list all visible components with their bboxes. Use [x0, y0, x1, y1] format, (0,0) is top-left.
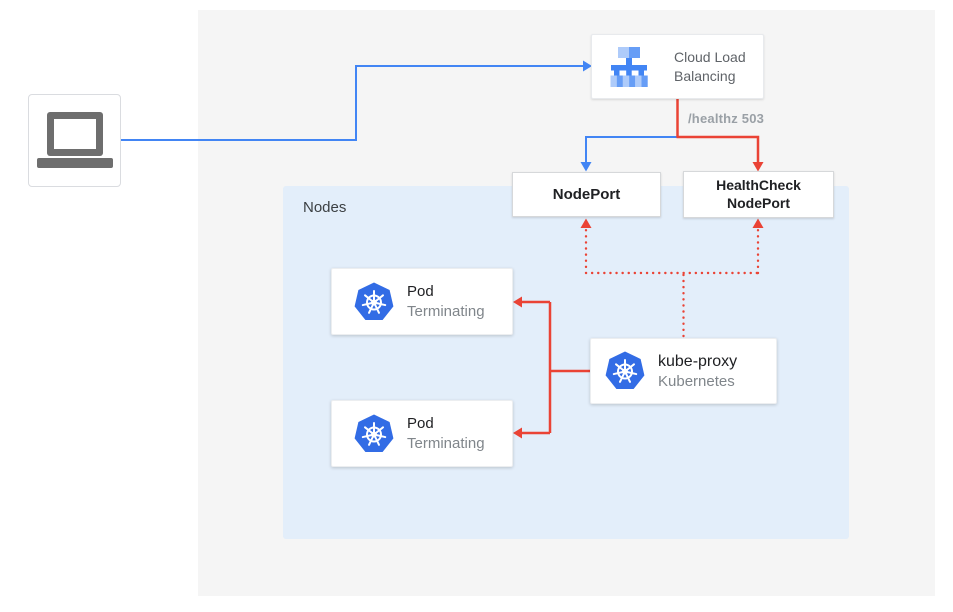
kube-proxy-node: kube-proxy Kubernetes [590, 338, 777, 404]
cloud-load-balancing-icon [610, 46, 648, 87]
nodes-container-label: Nodes [303, 199, 347, 216]
pod-status: Terminating [407, 434, 485, 452]
laptop-icon [36, 111, 113, 168]
cloud-load-balancing-label: Cloud Load Balancing [674, 48, 746, 84]
pod-title: Pod [407, 282, 434, 300]
healthcheck-nodeport-label: HealthCheck NodePort [716, 176, 801, 211]
kube-proxy-subtitle: Kubernetes [658, 372, 735, 390]
healthcheck-nodeport-node: HealthCheck NodePort [683, 171, 834, 218]
pod-node-2: Pod Terminating [331, 400, 513, 467]
nodeport-label: NodePort [552, 186, 621, 203]
healthz-status-label: /healthz 503 [688, 111, 765, 126]
cloud-load-balancing-node: Cloud Load Balancing [591, 34, 764, 99]
nodeport-node: NodePort [512, 172, 661, 217]
pod-status: Terminating [407, 302, 485, 320]
kubernetes-icon [354, 282, 394, 320]
kube-proxy-title: kube-proxy [658, 352, 738, 370]
client-node [28, 94, 121, 187]
kubernetes-icon [354, 414, 394, 452]
pod-title: Pod [407, 414, 434, 432]
kubernetes-icon [605, 351, 645, 389]
pod-node-1: Pod Terminating [331, 268, 513, 335]
